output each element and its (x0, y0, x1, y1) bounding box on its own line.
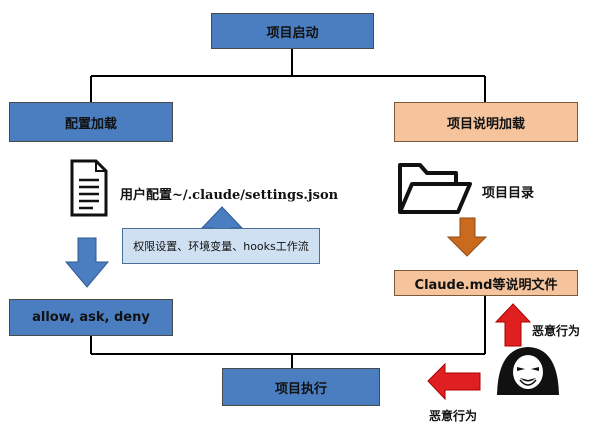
permissions-label: allow, ask, deny (32, 310, 150, 325)
project-dir-label: 项目目录 (482, 186, 535, 201)
config-load-label: 配置加载 (64, 116, 117, 132)
document-icon (70, 159, 108, 217)
malicious-label-1: 恶意行为 (532, 324, 581, 338)
down-arrow-icon (64, 237, 110, 288)
claude-md-box: Claude.md等说明文件 (394, 270, 578, 296)
claude-md-label: Claude.md等说明文件 (414, 277, 558, 293)
settings-note-box: 权限设置、环境变量、hooks工作流 (122, 228, 320, 264)
permissions-box: allow, ask, deny (9, 299, 173, 336)
folder-icon (398, 163, 472, 214)
project-start-box: 项目启动 (211, 13, 374, 49)
project-start-label: 项目启动 (266, 25, 319, 41)
malicious-label-2: 恶意行为 (429, 409, 478, 423)
project-execute-label: 项目执行 (274, 381, 327, 397)
user-config-label: 用户配置~/.claude/settings.json (120, 188, 339, 203)
doc-load-label: 项目说明加载 (446, 116, 525, 132)
config-load-box: 配置加载 (9, 102, 173, 142)
settings-note-label: 权限设置、环境变量、hooks工作流 (133, 239, 309, 253)
hacker-icon (497, 347, 559, 395)
red-up-arrow-icon (494, 303, 532, 347)
brown-down-arrow-icon (446, 217, 488, 257)
doc-load-box: 项目说明加载 (394, 102, 578, 142)
red-left-arrow-icon (427, 362, 481, 401)
project-execute-box: 项目执行 (222, 368, 380, 406)
